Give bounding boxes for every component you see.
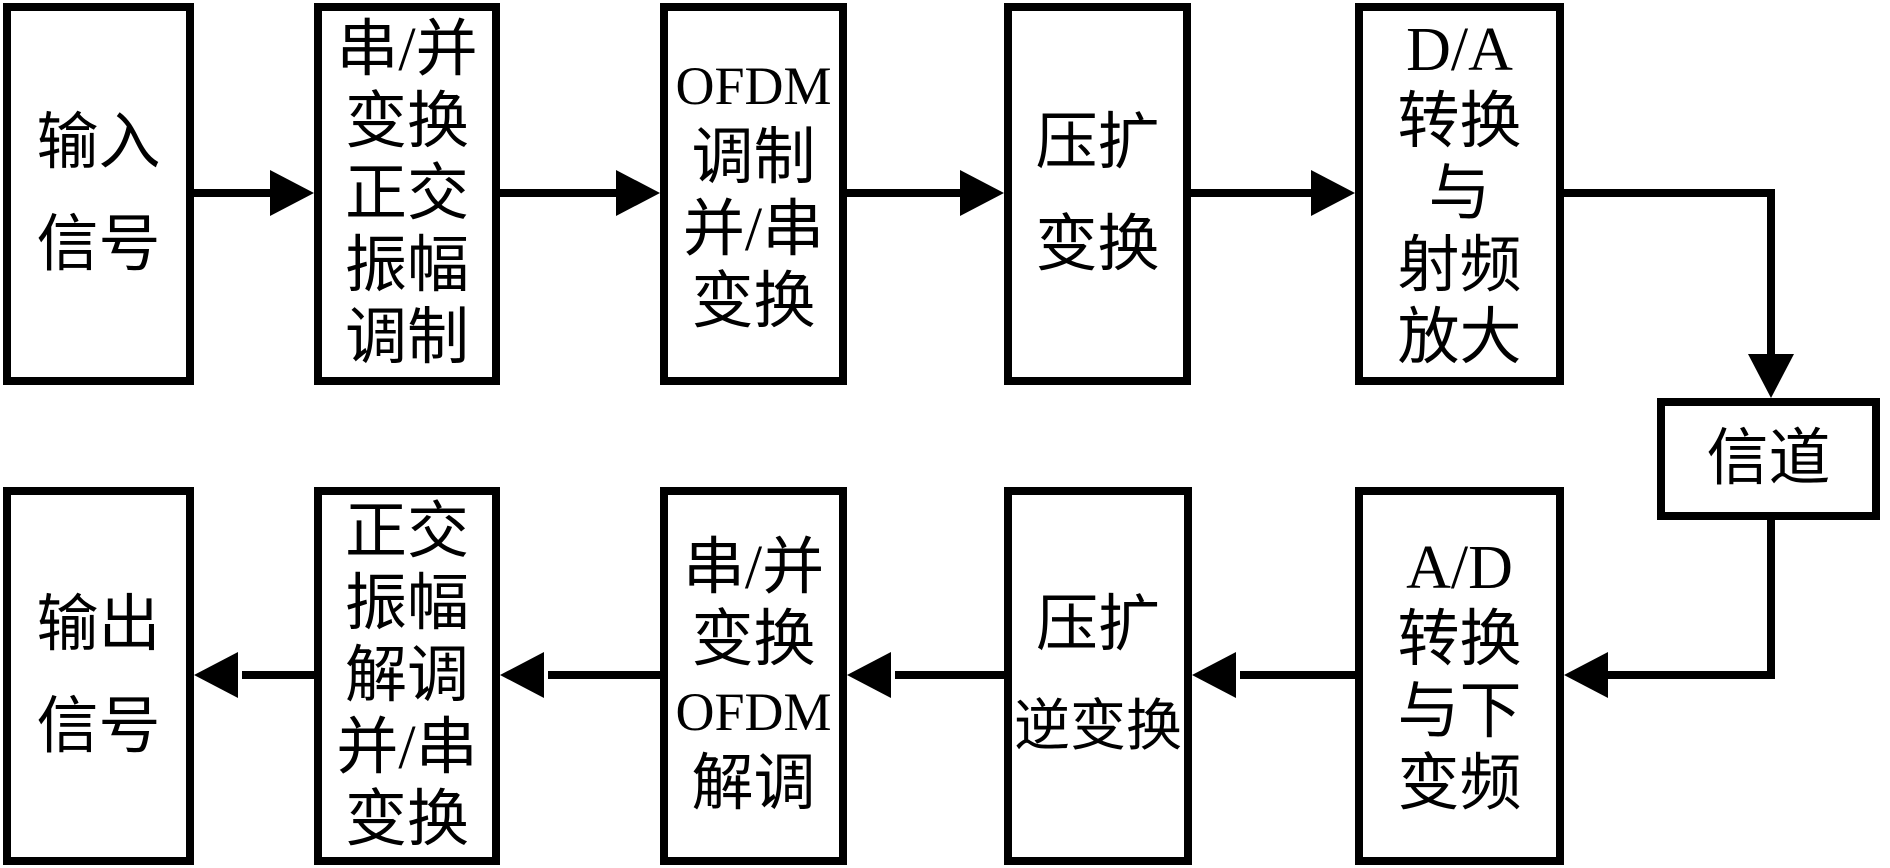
box-input-signal: 输入 信号: [3, 3, 194, 385]
arrowhead-companding-to-da: [1311, 170, 1355, 216]
box-channel: 信道: [1657, 398, 1880, 520]
box-text-line: 解调: [344, 642, 469, 710]
arrowhead-ad-to-invcompanding: [1192, 652, 1236, 698]
arrowhead-qamdemod-to-output: [194, 652, 238, 698]
box-text-line: 与: [1428, 160, 1491, 228]
arrowhead-ofdmdemod-to-qamdemod: [500, 652, 544, 698]
box-text-line: 信号: [36, 693, 161, 761]
box-text-line: 与下: [1397, 678, 1522, 746]
arrowhead-channel-to-ad: [1564, 652, 1608, 698]
arrow-channel-to-ad-line: [1604, 520, 1775, 679]
box-text-line: 变换: [1035, 211, 1160, 279]
box-text-line: A/D: [1406, 534, 1513, 602]
box-text-line: 信道: [1706, 425, 1831, 493]
box-text-line: 信号: [36, 211, 161, 279]
box-text-line: 并/串: [682, 196, 825, 264]
arrowhead-invcompanding-to-ofdmdemod: [847, 652, 891, 698]
box-text-line: 变换: [344, 786, 469, 854]
arrow-da-to-channel-line: [1564, 189, 1775, 358]
arrowhead-qam-to-ofdm: [616, 170, 660, 216]
box-text-line: 压扩: [1035, 591, 1160, 659]
box-text-line: 解调: [691, 750, 816, 818]
box-output-signal: 输出 信号: [3, 487, 194, 865]
box-text-line: OFDM: [675, 56, 832, 116]
box-inverse-companding-transform: 压扩 逆变换: [1004, 487, 1192, 865]
arrowhead-da-to-channel: [1748, 354, 1794, 398]
box-text-line: 变换: [344, 88, 469, 156]
box-serial-parallel-qam-modulation: 串/并 变换 正交 振幅 调制: [314, 3, 500, 385]
box-text-line: 振幅: [344, 570, 469, 638]
box-text-line: 变换: [691, 268, 816, 336]
box-text-line: 振幅: [344, 232, 469, 300]
box-text-line: 调制: [691, 124, 816, 192]
box-ofdm-modulation-parallel-serial: OFDM 调制 并/串 变换: [660, 3, 847, 385]
box-text-line: 输入: [36, 109, 161, 177]
box-text-line: 变频: [1397, 750, 1522, 818]
box-text-line: 串/并: [682, 534, 825, 602]
box-text-line: 调制: [344, 304, 469, 372]
box-da-conversion-rf-amplification: D/A 转换 与 射频 放大: [1355, 3, 1564, 385]
box-ad-conversion-down-conversion: A/D 转换 与下 变频: [1355, 487, 1564, 865]
box-text-line: 射频: [1397, 232, 1522, 300]
box-text-line: 转换: [1397, 88, 1522, 156]
box-qam-demodulation-parallel-serial: 正交 振幅 解调 并/串 变换: [314, 487, 500, 865]
box-text-line: 正交: [344, 498, 469, 566]
arrowhead-input-to-qam: [270, 170, 314, 216]
box-text-line: 逆变换: [1014, 696, 1182, 758]
arrowhead-ofdm-to-companding: [960, 170, 1004, 216]
box-text-line: 转换: [1397, 606, 1522, 674]
box-serial-parallel-ofdm-demodulation: 串/并 变换 OFDM 解调: [660, 487, 847, 865]
box-companding-transform: 压扩 变换: [1004, 3, 1191, 385]
box-text-line: D/A: [1406, 16, 1513, 84]
box-text-line: 放大: [1397, 304, 1522, 372]
box-text-line: 变换: [691, 606, 816, 674]
box-text-line: 正交: [344, 160, 469, 228]
box-text-line: 并/串: [336, 714, 478, 782]
box-text-line: 压扩: [1035, 109, 1160, 177]
box-text-line: 输出: [36, 591, 161, 659]
box-text-line: OFDM: [675, 682, 832, 742]
box-text-line: 串/并: [336, 16, 478, 84]
